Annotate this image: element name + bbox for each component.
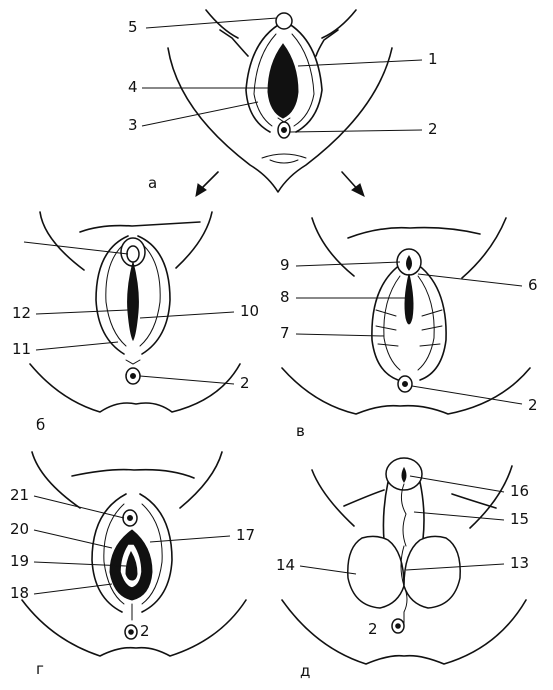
- panel-letter-g: г: [36, 660, 44, 678]
- label-g-20: 20: [10, 520, 29, 538]
- label-a-3: 3: [128, 116, 138, 134]
- label-d-13: 13: [510, 554, 529, 572]
- panel-letter-d: д: [300, 662, 310, 680]
- label-v-7: 7: [280, 324, 290, 342]
- label-b-2: 2: [240, 374, 250, 392]
- label-d-16: 16: [510, 482, 529, 500]
- label-g-18: 18: [10, 584, 29, 602]
- label-d-2: 2: [368, 620, 378, 638]
- label-g-2: 2: [140, 622, 150, 640]
- label-b-12: 12: [12, 304, 31, 322]
- panel-letter-b: б: [36, 416, 45, 434]
- panel-d-drawing: [281, 457, 527, 665]
- panel-letter-v: в: [296, 422, 305, 440]
- label-g-21: 21: [10, 486, 29, 504]
- label-d-14: 14: [276, 556, 295, 574]
- label-g-19: 19: [10, 552, 29, 570]
- label-d-15: 15: [510, 510, 529, 528]
- label-b-11: 11: [12, 340, 31, 358]
- label-v-6: 6: [528, 276, 538, 294]
- label-a-5: 5: [128, 18, 138, 36]
- panel-v-drawing: [281, 217, 531, 415]
- label-v-8: 8: [280, 288, 290, 306]
- label-g-17: 17: [236, 526, 255, 544]
- label-a-1: 1: [428, 50, 438, 68]
- label-a-4: 4: [128, 78, 138, 96]
- arrow-left: [195, 171, 219, 197]
- label-v-9: 9: [280, 256, 290, 274]
- label-b-10: 10: [240, 302, 259, 320]
- leader-lines: [23, 17, 523, 595]
- panel-letter-a: а: [148, 174, 157, 192]
- panel-b-drawing: [29, 211, 241, 413]
- label-v-2: 2: [528, 396, 538, 414]
- label-a-2: 2: [428, 120, 438, 138]
- panel-g-drawing: [21, 451, 247, 657]
- panel-a-drawing: [167, 9, 393, 193]
- arrow-right: [341, 171, 365, 197]
